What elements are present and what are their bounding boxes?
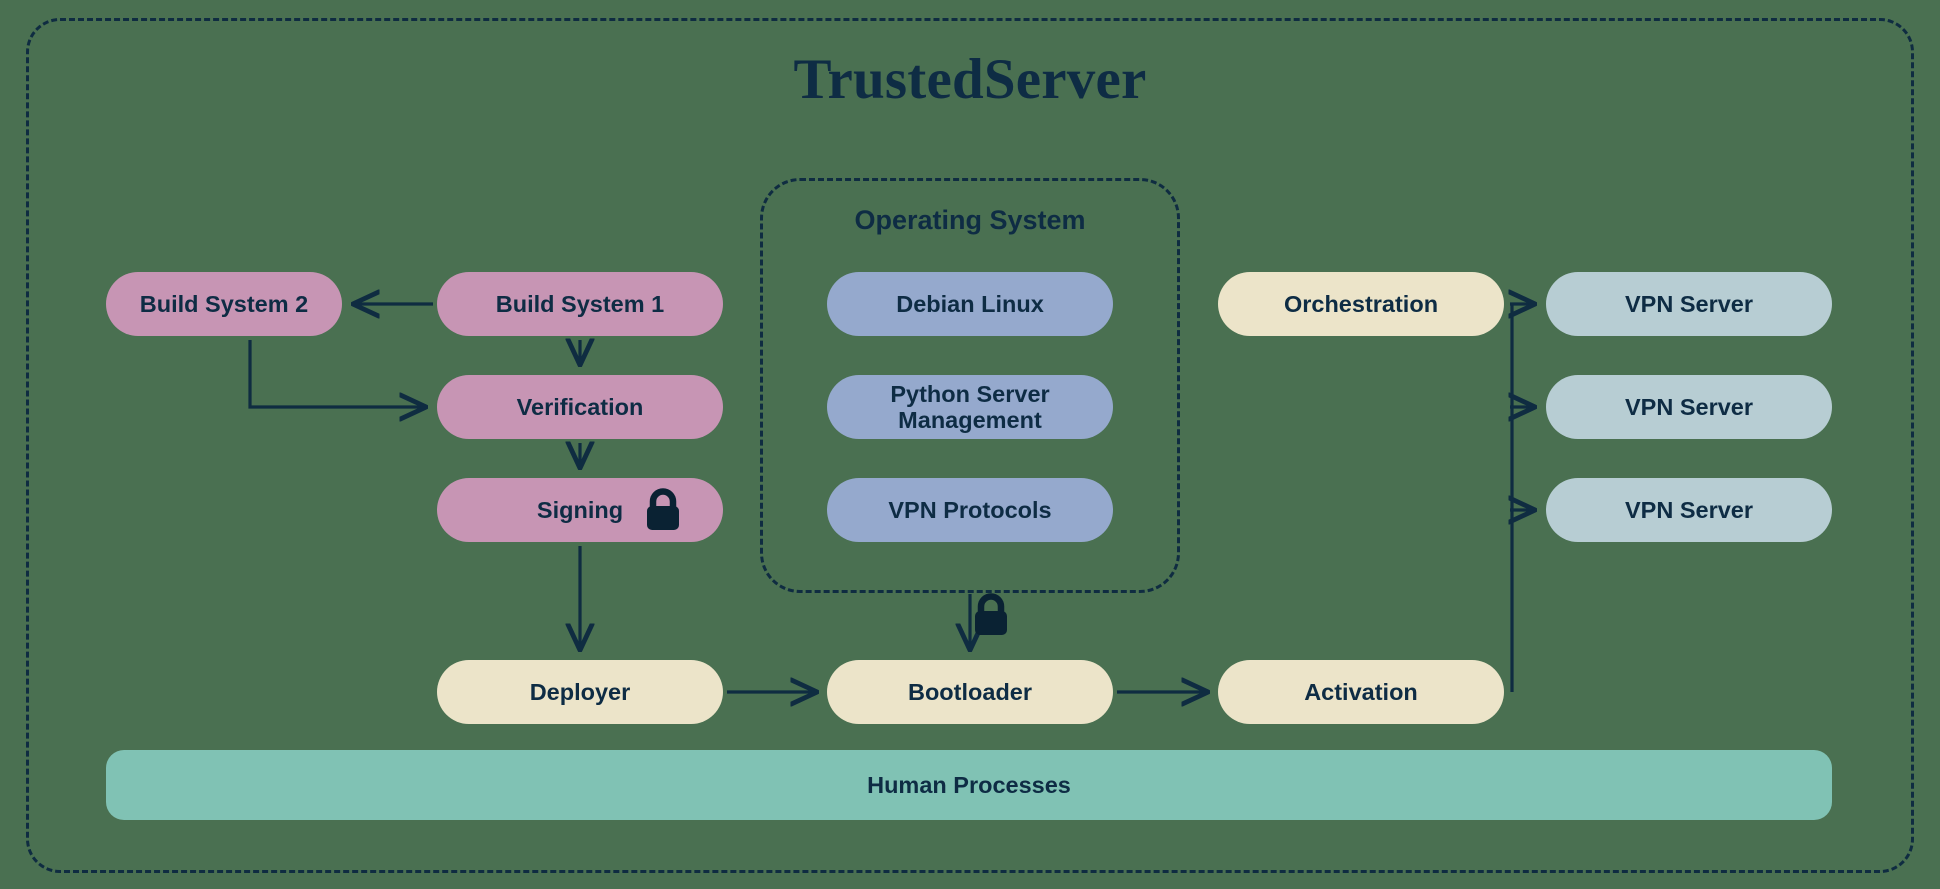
- node-label: VPN Server: [1624, 496, 1754, 523]
- node-label: VPN Server: [1624, 393, 1754, 420]
- node-label: Human Processes: [867, 771, 1071, 798]
- node-label: Deployer: [529, 678, 631, 705]
- node-vpn-server-2[interactable]: VPN Server: [1546, 375, 1832, 439]
- node-debian-linux[interactable]: Debian Linux: [827, 272, 1113, 336]
- node-label: VPN Server: [1624, 290, 1754, 317]
- node-build-system-2[interactable]: Build System 2: [106, 272, 342, 336]
- node-human-processes[interactable]: Human Processes: [106, 750, 1832, 820]
- node-label: Activation: [1304, 678, 1418, 705]
- lock-icon: [642, 487, 684, 538]
- node-label: Orchestration: [1283, 290, 1439, 317]
- node-label: Verification: [516, 393, 644, 420]
- node-label: Python Server Management: [890, 380, 1050, 433]
- node-activation[interactable]: Activation: [1218, 660, 1504, 724]
- node-label: Build System 2: [139, 290, 309, 317]
- trusted-server-boundary: [26, 18, 1914, 873]
- node-label: Signing: [536, 496, 624, 523]
- node-label: Debian Linux: [896, 290, 1044, 317]
- node-build-system-1[interactable]: Build System 1: [437, 272, 723, 336]
- node-bootloader[interactable]: Bootloader: [827, 660, 1113, 724]
- node-vpn-server-3[interactable]: VPN Server: [1546, 478, 1832, 542]
- node-label: Bootloader: [907, 678, 1033, 705]
- node-label: Build System 1: [495, 290, 665, 317]
- node-deployer[interactable]: Deployer: [437, 660, 723, 724]
- page-title: TrustedServer: [793, 48, 1147, 111]
- node-python-server-management[interactable]: Python Server Management: [827, 375, 1113, 439]
- node-verification[interactable]: Verification: [437, 375, 723, 439]
- operating-system-title: Operating System: [854, 205, 1086, 235]
- lock-icon: [970, 592, 1012, 643]
- node-vpn-protocols[interactable]: VPN Protocols: [827, 478, 1113, 542]
- node-vpn-server-1[interactable]: VPN Server: [1546, 272, 1832, 336]
- node-label: VPN Protocols: [888, 496, 1052, 523]
- node-orchestration[interactable]: Orchestration: [1218, 272, 1504, 336]
